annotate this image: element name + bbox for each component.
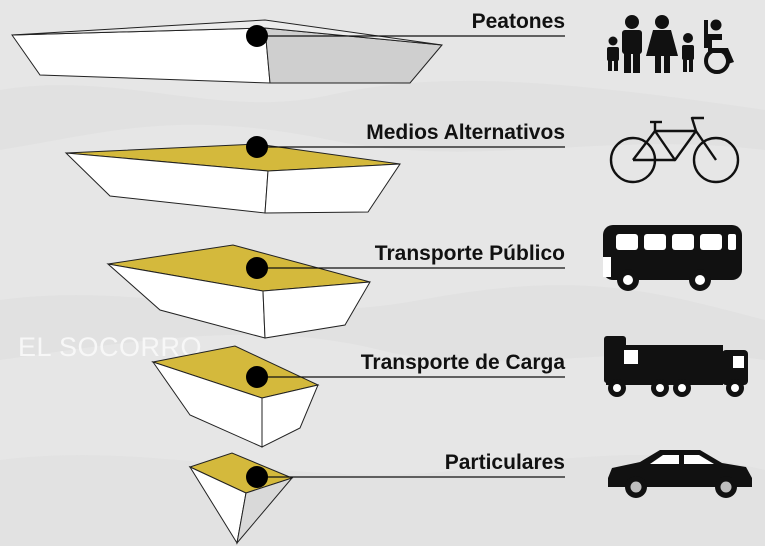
level-label-transporte-carga: Transporte de Carga bbox=[360, 351, 565, 374]
level-label-particulares: Particulares bbox=[444, 451, 565, 474]
map-watermark-text: EL SOCORRO bbox=[18, 332, 203, 362]
level-particulares bbox=[188, 452, 565, 545]
level-transporte-publico bbox=[106, 244, 565, 339]
bus-icon bbox=[603, 225, 742, 291]
level-label-medios-alternativos: Medios Alternativos bbox=[366, 121, 565, 144]
level-label-peatones: Peatones bbox=[471, 10, 565, 33]
level-transporte-carga bbox=[151, 345, 565, 448]
marker-dot-publico bbox=[246, 257, 268, 279]
level-peatones bbox=[11, 19, 565, 84]
prism-particulares-side bbox=[236, 476, 294, 545]
prism-peatones-top bbox=[11, 19, 443, 46]
prism-medios-side bbox=[264, 163, 401, 214]
marker-dot-carga bbox=[246, 366, 268, 388]
truck-icon bbox=[604, 336, 748, 397]
car-icon bbox=[608, 450, 752, 498]
level-medios-alternativos bbox=[64, 136, 565, 214]
prism-carga-side bbox=[261, 384, 319, 448]
marker-dot-peatones bbox=[246, 25, 268, 47]
pedestrians-family-wheelchair-icon bbox=[607, 15, 734, 74]
prism-peatones-front bbox=[11, 27, 271, 84]
marker-dot-particulares bbox=[246, 466, 268, 488]
prism-publico-side bbox=[262, 281, 371, 339]
bicycle-icon bbox=[609, 116, 740, 184]
marker-dot-medios bbox=[246, 136, 268, 158]
level-label-transporte-publico: Transporte Público bbox=[374, 242, 565, 265]
